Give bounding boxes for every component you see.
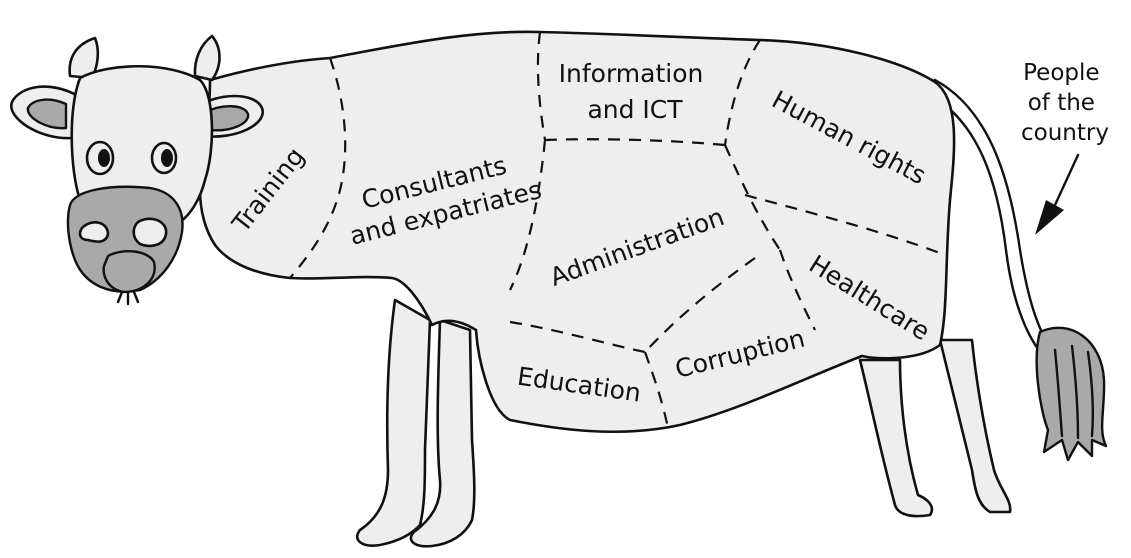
information-bottom-boundary <box>544 138 726 147</box>
tail-arrow-line <box>1053 153 1080 207</box>
label-information: Information and ICT <box>559 59 712 124</box>
cow-head <box>10 34 264 306</box>
left-ear-inner <box>26 98 68 130</box>
corruption-boundary <box>643 351 670 429</box>
tail-annotation: People of the country <box>1021 60 1109 235</box>
right-ear-inner <box>204 105 250 132</box>
cow-face <box>70 64 214 225</box>
cow-mouth <box>102 250 156 294</box>
tail-annotation-text: People of the country <box>1021 60 1109 146</box>
tail-arrow-head <box>1035 200 1064 235</box>
left-nostril <box>78 221 110 243</box>
region-boundaries <box>289 31 946 429</box>
left-pupil <box>98 149 110 167</box>
cow-body <box>198 30 956 434</box>
cow-front-legs <box>355 298 476 548</box>
cow-tail <box>923 78 1108 462</box>
administration-boundary <box>644 257 756 353</box>
right-horn <box>193 34 221 82</box>
healthcare-boundary <box>744 193 946 257</box>
healthcare-lower-boundary <box>778 249 816 331</box>
human-rights-boundary <box>723 144 781 251</box>
information-right-boundary <box>723 39 761 146</box>
cow-back-legs <box>858 338 1012 518</box>
right-nostril <box>132 217 168 248</box>
training-boundary <box>289 57 347 279</box>
right-pupil <box>161 149 173 167</box>
education-boundary <box>509 320 646 354</box>
